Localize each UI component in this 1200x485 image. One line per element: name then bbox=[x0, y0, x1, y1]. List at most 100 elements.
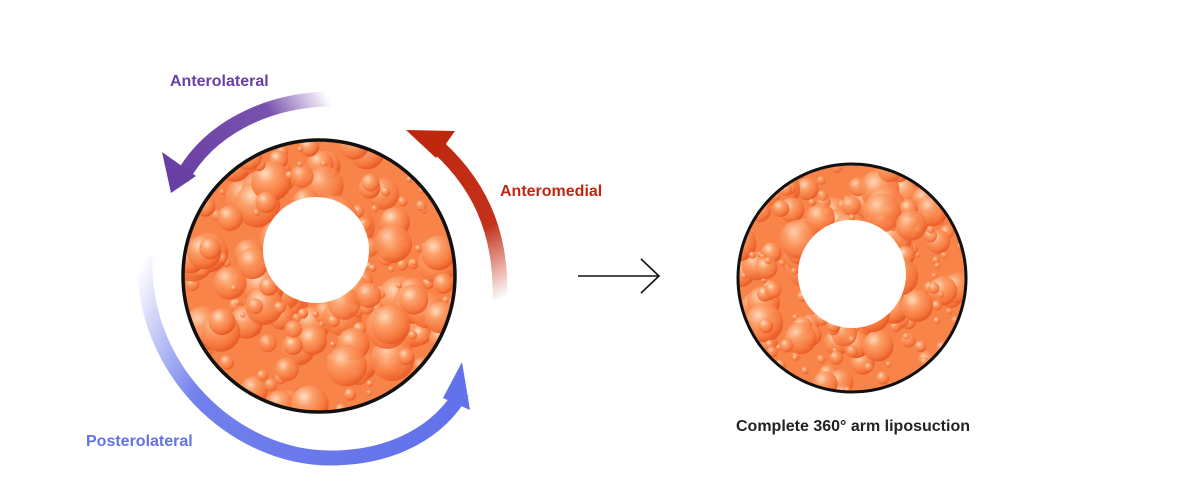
fat-globule bbox=[792, 354, 799, 361]
label-posterolateral: Posterolateral bbox=[86, 433, 193, 450]
fat-globule bbox=[366, 380, 373, 387]
fat-globule bbox=[931, 300, 942, 311]
fat-globule bbox=[823, 226, 831, 234]
fat-globule bbox=[442, 296, 450, 304]
fat-globule bbox=[230, 284, 238, 292]
fat-globule bbox=[937, 291, 944, 299]
fat-globule bbox=[290, 385, 329, 424]
fat-globule bbox=[410, 324, 431, 345]
fat-globule bbox=[433, 273, 454, 294]
fat-globule bbox=[329, 341, 336, 348]
fat-globule bbox=[799, 277, 806, 284]
fat-globule bbox=[848, 214, 856, 221]
fat-globule bbox=[297, 308, 309, 319]
fat-globule bbox=[237, 247, 269, 280]
fat-globule bbox=[259, 219, 300, 260]
fat-globule bbox=[357, 218, 372, 232]
fat-globule bbox=[879, 257, 919, 297]
fat-globule bbox=[326, 345, 368, 387]
fat-globule bbox=[796, 177, 819, 201]
fat-globule bbox=[219, 188, 226, 195]
fat-globule bbox=[213, 266, 247, 300]
fat-globule bbox=[397, 196, 408, 207]
fat-globule bbox=[258, 334, 277, 353]
fat-globule bbox=[796, 291, 808, 302]
fat-globule bbox=[397, 348, 415, 366]
fat-globule bbox=[933, 317, 941, 325]
fat-globule bbox=[374, 225, 413, 263]
fat-globule bbox=[290, 164, 314, 188]
fat-globule bbox=[902, 332, 910, 340]
fat-globule bbox=[352, 242, 360, 250]
fat-globule bbox=[264, 378, 278, 392]
fat-globule bbox=[901, 290, 933, 323]
fat-globule bbox=[344, 388, 357, 401]
fat-globule bbox=[208, 308, 236, 336]
fat-globule bbox=[779, 338, 794, 353]
caption: Complete 360° arm liposuction bbox=[736, 418, 970, 435]
fat-globule bbox=[837, 308, 852, 324]
fat-globule bbox=[297, 146, 304, 153]
fat-globule bbox=[826, 317, 842, 333]
fat-globule bbox=[772, 200, 790, 217]
fat-globule bbox=[755, 256, 778, 279]
fat-globule bbox=[864, 362, 874, 372]
fat-globule bbox=[247, 298, 264, 315]
fat-globule bbox=[320, 160, 328, 168]
fat-globule bbox=[292, 188, 320, 216]
ring-outline-before bbox=[181, 138, 457, 414]
ring-outline-after bbox=[736, 162, 968, 394]
fat-globule bbox=[408, 330, 417, 340]
fat-globule bbox=[380, 186, 391, 197]
fat-globule bbox=[812, 371, 838, 396]
fat-globule bbox=[940, 251, 948, 259]
fat-globules-before bbox=[170, 129, 463, 434]
fat-globule bbox=[277, 262, 285, 271]
fat-globule bbox=[815, 312, 829, 326]
fat-globule bbox=[817, 176, 826, 185]
fat-globule bbox=[327, 287, 361, 320]
fat-globule bbox=[217, 205, 243, 231]
right-arrow-icon bbox=[578, 258, 661, 294]
fat-globule bbox=[199, 237, 222, 260]
fat-ring-before bbox=[170, 129, 463, 434]
fat-globule bbox=[846, 345, 858, 357]
fat-globule bbox=[946, 307, 953, 315]
fat-globule bbox=[808, 198, 816, 207]
fat-globule bbox=[314, 195, 358, 239]
fat-globule bbox=[283, 335, 303, 356]
fat-globule bbox=[396, 259, 408, 271]
fat-globule bbox=[368, 264, 377, 272]
fat-globule bbox=[239, 311, 246, 318]
fat-globule bbox=[856, 298, 890, 332]
fat-globule bbox=[312, 310, 320, 318]
fat-globule bbox=[862, 330, 894, 362]
fat-globule bbox=[255, 191, 277, 214]
fat-globule bbox=[750, 341, 758, 348]
fat-globule bbox=[748, 251, 756, 259]
fat-globule bbox=[764, 257, 772, 265]
fat-globule bbox=[371, 204, 379, 213]
fat-globule bbox=[273, 301, 286, 314]
fat-globule bbox=[284, 320, 303, 338]
fat-globule bbox=[361, 173, 380, 192]
fat-globule bbox=[791, 267, 798, 275]
anteromedial-arrow bbox=[406, 130, 508, 301]
fat-globule bbox=[934, 262, 941, 269]
fat-globule bbox=[274, 357, 299, 382]
fat-globule bbox=[399, 285, 429, 315]
fat-globule bbox=[360, 238, 379, 257]
fat-globule bbox=[245, 287, 284, 325]
fat-globule bbox=[256, 369, 269, 382]
fat-globule bbox=[848, 336, 856, 343]
fat-globule bbox=[932, 256, 940, 264]
fat-globule bbox=[885, 361, 892, 368]
fat-globule bbox=[234, 299, 241, 306]
fat-globule bbox=[928, 282, 940, 294]
fat-globule bbox=[219, 355, 235, 370]
fat-globule bbox=[259, 277, 278, 296]
fat-globule bbox=[931, 272, 938, 279]
fat-ring-after bbox=[720, 157, 973, 406]
fat-globule bbox=[801, 367, 809, 375]
